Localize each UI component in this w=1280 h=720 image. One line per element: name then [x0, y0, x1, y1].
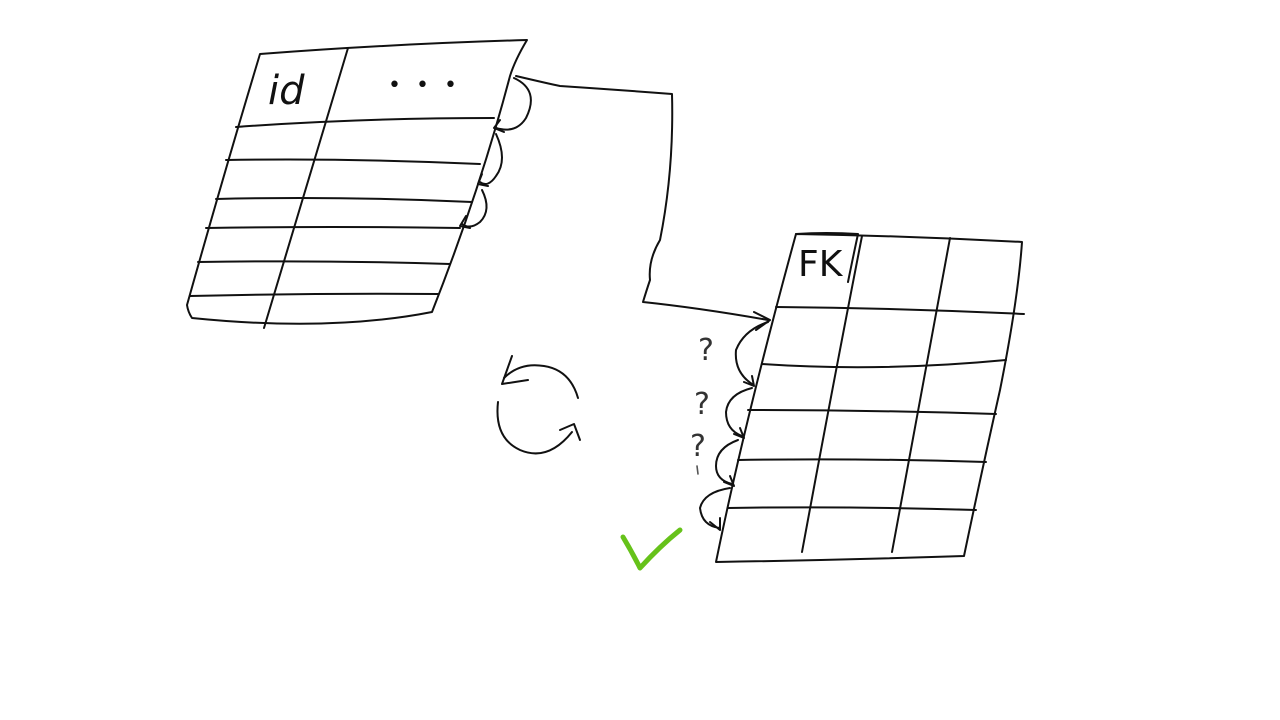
- right-table-row-line: [761, 359, 1007, 369]
- arrowhead: [459, 215, 471, 229]
- arrowhead: [477, 173, 489, 187]
- right-table: FK: [715, 232, 1025, 563]
- left-table-row-line: [235, 117, 495, 128]
- cycle-arc-bottom: [496, 401, 573, 455]
- scan-arrow: [725, 387, 753, 437]
- right-table-row-line: [747, 409, 997, 415]
- arrowhead: [733, 427, 745, 439]
- right-table-header-fk: FK: [798, 244, 844, 285]
- left-table-border: [186, 39, 528, 325]
- left-table-scan-arrows: [459, 77, 532, 229]
- scan-arrow: [495, 77, 532, 131]
- relation-connector: [515, 75, 769, 321]
- right-table-row-line: [775, 306, 1025, 315]
- scan-arrow: [699, 487, 731, 529]
- left-table-column-divider: [263, 47, 349, 329]
- question-mark: ?: [690, 429, 706, 464]
- check-icon: [620, 527, 683, 571]
- check-mark: [620, 527, 683, 571]
- left-table-row-line: [189, 292, 439, 297]
- scan-arrow: [715, 439, 739, 485]
- question-marks: ? ? ?: [690, 333, 714, 475]
- cycle-arc-top: [503, 364, 579, 399]
- left-table-header-ellipsis: • • •: [388, 73, 461, 98]
- scan-arrow: [734, 321, 769, 385]
- cycle-arrowhead: [501, 355, 529, 385]
- left-table-row-line: [205, 226, 461, 229]
- left-table-row-line: [225, 158, 481, 165]
- right-table-scan-arrows: [699, 321, 769, 531]
- arrowhead: [709, 517, 721, 531]
- arrowhead: [493, 119, 505, 133]
- question-mark: ?: [698, 333, 714, 368]
- scan-arrow: [479, 133, 503, 185]
- left-table-row-line: [197, 260, 451, 265]
- left-table-header-id: id: [268, 68, 305, 114]
- right-table-row-line: [737, 458, 987, 463]
- right-table-border: [715, 233, 1023, 563]
- relation-connector-arrowhead: [753, 311, 771, 331]
- right-table-column-divider: [891, 237, 951, 553]
- refresh-cycle-icon: [496, 355, 581, 455]
- arrowhead: [723, 475, 735, 487]
- right-table-header-box: [795, 232, 859, 283]
- scan-arrow: [461, 189, 488, 228]
- question-mark: ?: [694, 387, 710, 422]
- question-mark-tick: [696, 465, 699, 475]
- right-table-column-divider: [801, 235, 863, 553]
- left-table: id • • •: [186, 39, 528, 329]
- cycle-arrowhead: [559, 423, 581, 441]
- arrowhead: [743, 375, 755, 387]
- right-table-row-line: [727, 506, 977, 511]
- left-table-row-line: [215, 197, 473, 203]
